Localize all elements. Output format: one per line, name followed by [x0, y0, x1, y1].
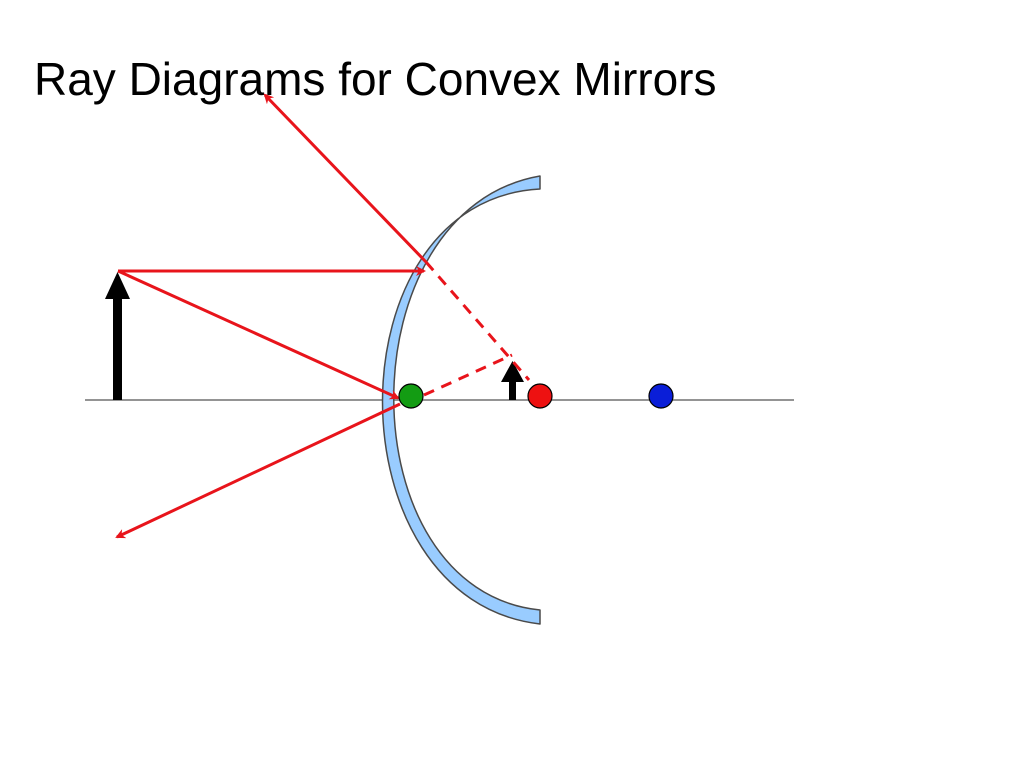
center-of-curvature-point — [648, 383, 674, 409]
ray-2-virtual-extension — [423, 353, 513, 397]
slide-title: Ray Diagrams for Convex Mirrors — [34, 53, 717, 105]
ray-2-incident — [117, 269, 400, 400]
ray-2-reflected — [115, 402, 401, 539]
object-arrow — [105, 272, 130, 400]
convex-mirror — [381, 175, 541, 625]
focal-point — [527, 383, 553, 409]
vertex-point — [398, 383, 424, 409]
ray-1-reflected — [263, 93, 428, 264]
ray-1-virtual-extension — [424, 261, 531, 381]
image-arrow — [501, 361, 524, 400]
